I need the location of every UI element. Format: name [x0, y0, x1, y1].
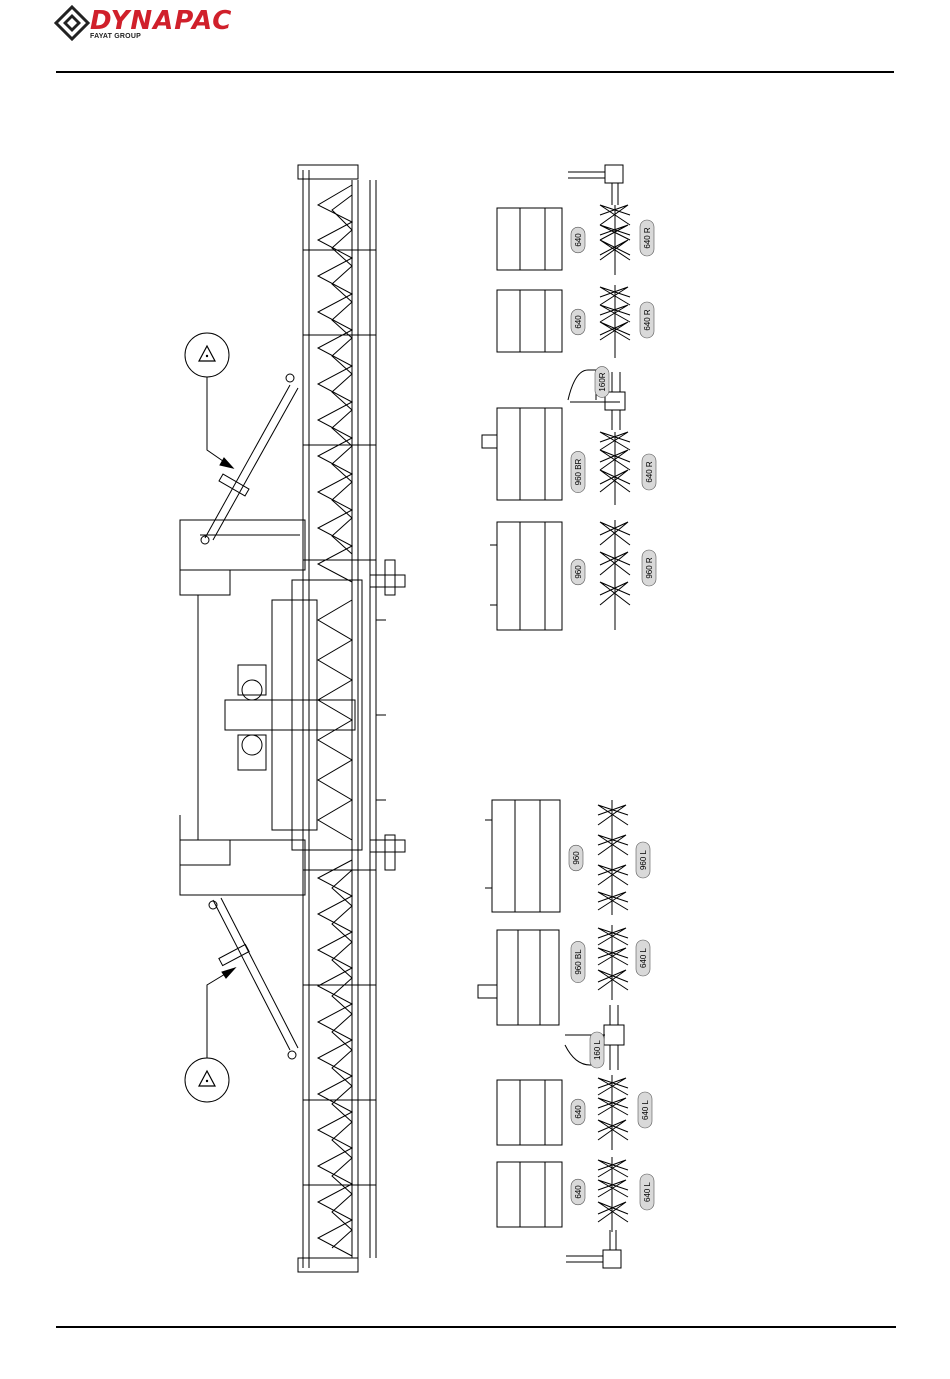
svg-text:640 L: 640 L	[641, 1099, 650, 1120]
auger-label: 640 R	[640, 302, 654, 338]
warning-callout-top	[185, 333, 233, 468]
auger-label: 640 L	[638, 1092, 652, 1128]
auger-r1	[600, 205, 630, 275]
warning-triangle-icon	[199, 1071, 215, 1086]
svg-text:160 L: 160 L	[593, 1039, 602, 1060]
auger-flights-bottom	[318, 860, 352, 1256]
footer-rule	[56, 1326, 896, 1328]
svg-text:640: 640	[574, 233, 583, 247]
svg-text:160R: 160R	[598, 372, 607, 391]
shell-label: 640	[571, 309, 585, 335]
auger-label: 960 R	[642, 550, 656, 586]
svg-text:640 L: 640 L	[643, 1181, 652, 1202]
bearing-label: 160 L	[590, 1032, 604, 1068]
shell-l1	[485, 800, 560, 912]
end-bearing-top	[568, 165, 623, 205]
auger-label: 960 L	[636, 842, 650, 878]
svg-text:640 R: 640 R	[643, 309, 652, 331]
svg-text:960 BL: 960 BL	[574, 949, 583, 975]
auger-l3	[598, 1075, 628, 1150]
shell-l4	[497, 1162, 562, 1227]
svg-text:960 BR: 960 BR	[574, 458, 583, 485]
end-bearing-bottom	[566, 1230, 621, 1268]
shell-r1	[497, 208, 562, 270]
svg-text:960 L: 960 L	[639, 849, 648, 870]
shell-label: 640	[571, 227, 585, 253]
svg-text:960 R: 960 R	[645, 557, 654, 579]
auger-r4	[600, 520, 630, 630]
auger-flights-top	[318, 185, 352, 582]
shell-l2	[478, 930, 559, 1025]
svg-text:640 R: 640 R	[645, 461, 654, 483]
warning-callout-bottom	[185, 968, 235, 1102]
svg-text:960: 960	[574, 565, 583, 579]
shell-r3	[482, 408, 562, 500]
shell-label: 960	[569, 845, 583, 871]
svg-text:640: 640	[574, 1185, 583, 1199]
shell-label: 960 BR	[571, 451, 585, 492]
auger-l2	[598, 925, 628, 1000]
bearing-label: 160R	[595, 367, 609, 398]
svg-text:640: 640	[574, 315, 583, 329]
auger-flights-middle	[318, 600, 352, 840]
support-strut-top	[200, 374, 300, 544]
svg-text:640: 640	[574, 1105, 583, 1119]
svg-text:640 L: 640 L	[639, 947, 648, 968]
auger-l1	[598, 800, 628, 915]
shell-l3	[497, 1080, 562, 1145]
shell-r2	[497, 290, 562, 352]
auger-label: 640 R	[640, 220, 654, 256]
shell-r4	[490, 522, 562, 630]
svg-text:960: 960	[572, 851, 581, 865]
shell-label: 640	[571, 1099, 585, 1125]
warning-triangle-icon	[199, 346, 215, 361]
auger-label: 640 L	[640, 1174, 654, 1210]
auger-frame	[298, 165, 376, 1272]
shell-label: 960	[571, 559, 585, 585]
support-strut-bottom	[200, 895, 300, 1059]
svg-text:640 R: 640 R	[643, 227, 652, 249]
central-gearbox	[180, 520, 405, 895]
auger-r3	[600, 432, 630, 505]
auger-r2	[600, 285, 630, 358]
auger-label: 640 R	[642, 454, 656, 490]
shell-label: 960 BL	[571, 941, 585, 982]
shell-label: 640	[571, 1179, 585, 1205]
auger-l4	[598, 1157, 628, 1232]
auger-label: 640 L	[636, 940, 650, 976]
